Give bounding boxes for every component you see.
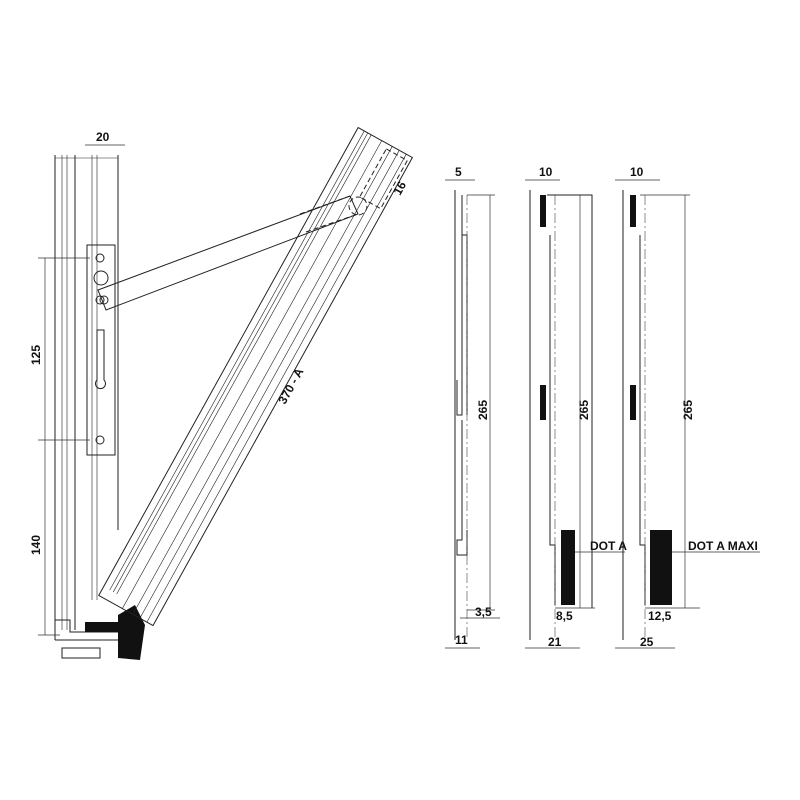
side-view-3: 10 265 DOT A MAXI 12,5 25 [615,165,760,649]
dot-label: DOT A MAXI [688,539,758,553]
dim-height: 265 [577,400,591,420]
dim-height: 265 [476,400,490,420]
side-view-1: 5 265 3,5 11 [445,165,500,649]
window-frame [54,155,145,660]
dim-offset: 8,5 [556,609,573,623]
dim-frame-width: 20 [96,130,110,144]
dim-offset: 3,5 [475,605,492,619]
dim-sash-length: 370 - A [275,365,306,406]
dim-upper: 125 [29,345,43,365]
hinge-plate [86,244,116,456]
dim-top: 10 [539,165,553,179]
dim-total: 11 [455,633,468,647]
stay-arm [97,195,368,311]
dim-lower: 140 [29,535,43,555]
sash [98,126,414,627]
side-view-2: 10 265 DOT A 8,5 21 [525,165,627,649]
dim-height: 265 [681,400,695,420]
dim-total: 25 [640,635,654,649]
dim-top: 10 [630,165,644,179]
dim-pivot: 16 [390,179,409,198]
dimensions-left: 20 125 140 16 370 - A [29,130,409,636]
dim-top: 5 [455,165,462,179]
dim-offset: 12,5 [648,609,672,623]
dim-total: 21 [548,635,562,649]
dot-label: DOT A [590,539,627,553]
